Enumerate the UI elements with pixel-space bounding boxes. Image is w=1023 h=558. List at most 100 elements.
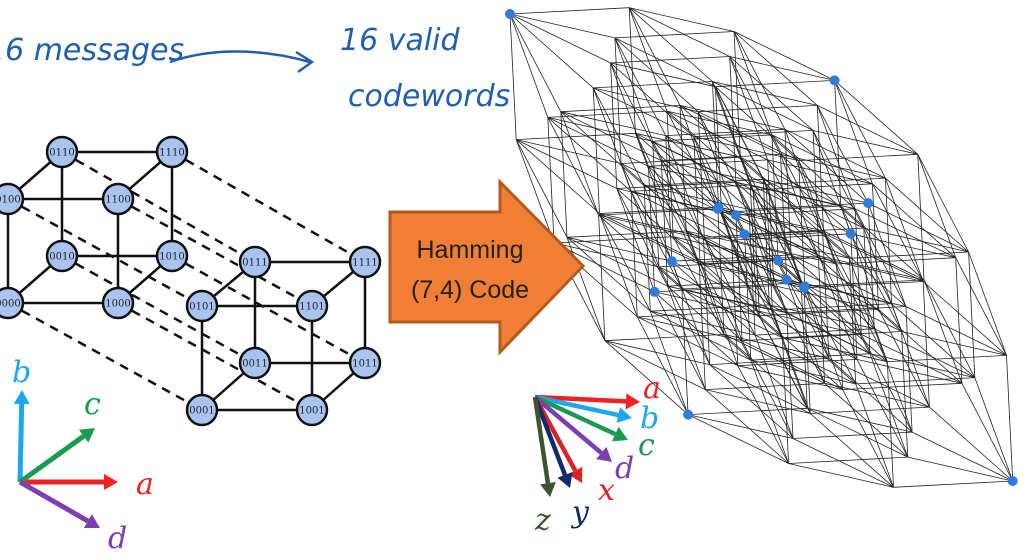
hypercube-edge bbox=[784, 129, 792, 255]
hypercube-edge bbox=[840, 205, 925, 281]
node-circle bbox=[348, 245, 382, 279]
hypercube-edge bbox=[616, 181, 736, 189]
axis7-d-arrow-shaft bbox=[533, 395, 603, 455]
hypercube-edge bbox=[658, 266, 760, 317]
hypercube-edge bbox=[788, 456, 908, 464]
hypercube-edge bbox=[593, 81, 713, 89]
hypercube-edge bbox=[699, 262, 739, 366]
axis-c-label: c bbox=[84, 387, 101, 422]
hypercube-edge bbox=[905, 306, 1007, 356]
hypercube-edge bbox=[614, 37, 667, 136]
node-circle bbox=[348, 346, 382, 380]
hypercube-edge bbox=[780, 154, 865, 229]
hypercube-edge bbox=[917, 154, 969, 253]
hypercube-edge bbox=[923, 279, 963, 384]
hypercube-edge bbox=[709, 364, 811, 414]
hypercube-edge bbox=[688, 414, 794, 439]
hypercube-edge bbox=[872, 183, 956, 258]
hypercube-edge bbox=[630, 191, 683, 290]
hypercube-edge bbox=[834, 80, 873, 184]
hypercube-edge bbox=[840, 205, 879, 310]
hypercube-edge bbox=[604, 340, 689, 415]
hypercube-edge bbox=[515, 139, 600, 214]
hypercube-edge bbox=[740, 156, 824, 232]
axis7-x-arrow-head bbox=[568, 466, 583, 483]
hypercube-edge bbox=[917, 154, 925, 280]
hamming-arrow-shape bbox=[388, 178, 586, 356]
hypercube-edge bbox=[515, 139, 568, 238]
node-label: 1000 bbox=[105, 299, 130, 310]
hypercube-edge bbox=[968, 251, 1007, 356]
hypercube-edge bbox=[867, 202, 969, 253]
hypercube-edge bbox=[610, 56, 730, 64]
hypercube-edge bbox=[767, 159, 819, 258]
hypercube-edge bbox=[715, 86, 722, 213]
hypercube-edge bbox=[666, 110, 772, 136]
hypercube-edge bbox=[807, 407, 908, 458]
node-1100: 1100 bbox=[101, 182, 135, 216]
hypercube-edge bbox=[803, 287, 888, 362]
hypercube-4d: 0110111001001100001010100000100001111111… bbox=[0, 135, 382, 427]
hypercube-edge bbox=[547, 117, 632, 192]
hypercube-edge bbox=[754, 334, 856, 385]
hypercube-edge bbox=[854, 208, 862, 335]
hypercube-edge bbox=[849, 258, 857, 384]
hypercube-edge bbox=[922, 281, 930, 408]
codeword-dot bbox=[799, 281, 810, 292]
axis7-c-label: c bbox=[638, 428, 655, 463]
hypercube-edge bbox=[635, 132, 741, 158]
hypercube-edge bbox=[739, 157, 792, 256]
node-circle bbox=[101, 182, 135, 216]
hypercube-edge bbox=[854, 208, 907, 307]
hypercube-edge bbox=[733, 31, 835, 81]
hypercube-edge bbox=[688, 407, 808, 415]
hypercube-edge bbox=[790, 254, 830, 359]
hypercube-edge bbox=[891, 303, 976, 378]
hypercube-edge bbox=[740, 156, 841, 207]
node-circle bbox=[0, 182, 25, 216]
hypercube-edge bbox=[604, 340, 710, 365]
node-0011: 0011 bbox=[238, 346, 272, 380]
axis7-b-arrow-head bbox=[616, 407, 632, 423]
hypercube-edge bbox=[729, 56, 737, 183]
hypercube-edge bbox=[658, 266, 743, 341]
hypercube-edge bbox=[961, 383, 1014, 482]
hypercube-edge bbox=[723, 334, 829, 359]
hypercube-edge bbox=[687, 414, 789, 464]
hypercube-edge bbox=[698, 263, 783, 339]
hypercube-edge bbox=[614, 37, 622, 164]
hypercube-edge bbox=[911, 431, 1013, 482]
node-circle bbox=[0, 286, 25, 320]
hypercube-edge bbox=[753, 183, 873, 191]
node-circle bbox=[295, 289, 329, 323]
hypercube-edge bbox=[629, 7, 735, 32]
hypercube-edge bbox=[697, 111, 799, 161]
hypercube-edge bbox=[547, 117, 555, 244]
hypercube-edge bbox=[614, 37, 716, 88]
hypercube-edge bbox=[878, 309, 930, 408]
node-0111: 0111 bbox=[238, 245, 272, 279]
hypercube-edge bbox=[812, 130, 820, 257]
hypercube-edge bbox=[516, 132, 636, 140]
hypercube-edge bbox=[974, 377, 1014, 482]
codewords-annotation-line1: 16 valid bbox=[340, 23, 461, 58]
hamming-label-line1: Hamming bbox=[417, 236, 524, 264]
axis7-d-arrow-head bbox=[596, 446, 612, 462]
hypercube-edge bbox=[667, 286, 706, 390]
hypercube-edge bbox=[715, 86, 799, 161]
hypercube-edge bbox=[614, 31, 735, 39]
hypercube-edge bbox=[816, 105, 856, 209]
hypercube-edge bbox=[828, 357, 930, 408]
hypercube-edge bbox=[836, 263, 888, 362]
codeword-dot bbox=[781, 274, 792, 285]
hypercube-edge bbox=[705, 389, 789, 464]
node-circle bbox=[155, 135, 189, 169]
hypercube-edge bbox=[723, 334, 808, 409]
hypercube-edge bbox=[735, 182, 775, 286]
hypercube-edge bbox=[652, 141, 704, 240]
